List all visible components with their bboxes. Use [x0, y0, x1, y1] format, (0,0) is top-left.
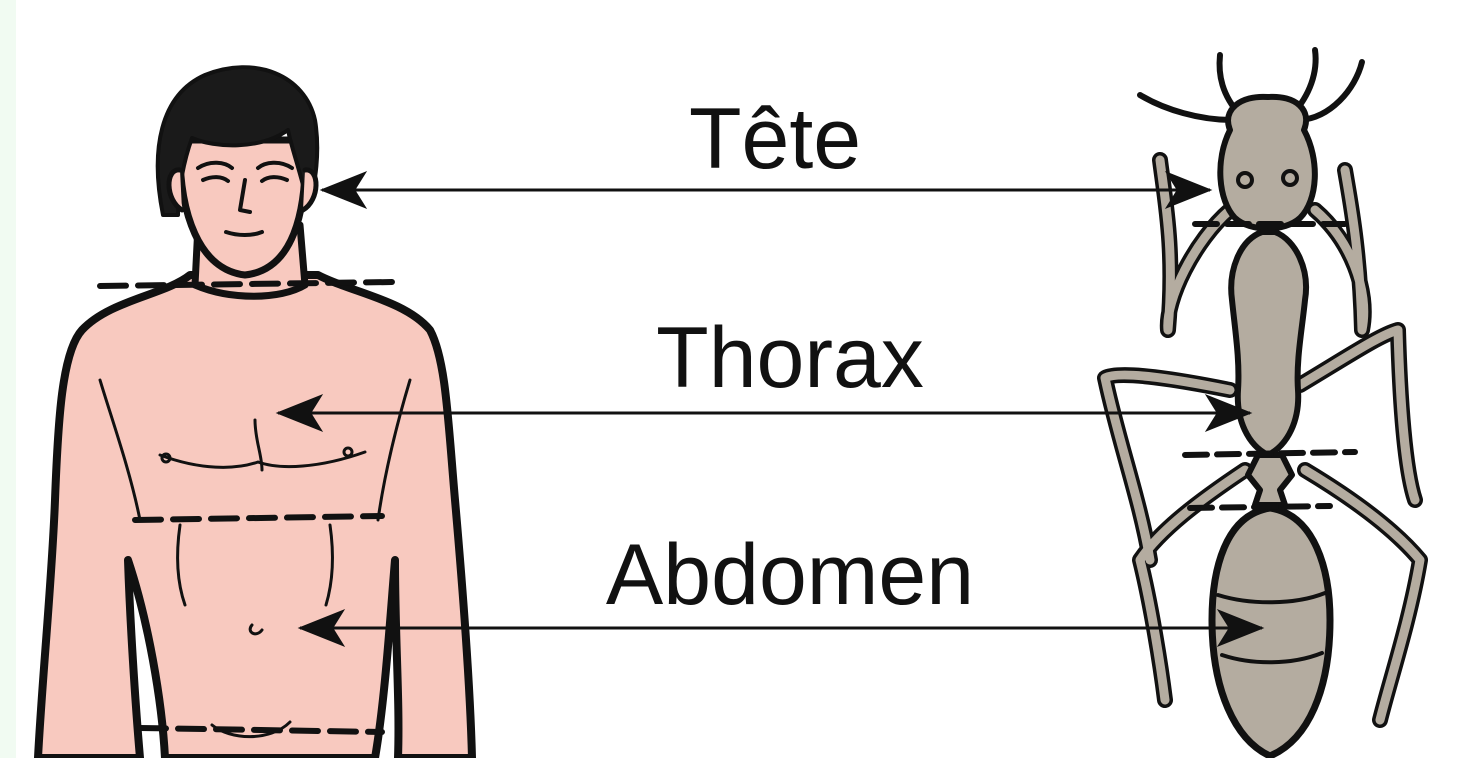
head-label: Tête: [689, 96, 861, 182]
ant-thorax: [1231, 232, 1306, 455]
abdomen-label: Abdomen: [606, 532, 974, 618]
ant-figure: [1105, 50, 1420, 756]
ant-petiole: [1248, 455, 1292, 505]
human-ear-right: [303, 170, 316, 210]
ant-abdomen: [1212, 508, 1330, 756]
ant-head: [1220, 97, 1315, 229]
thorax-label: Thorax: [656, 315, 924, 401]
